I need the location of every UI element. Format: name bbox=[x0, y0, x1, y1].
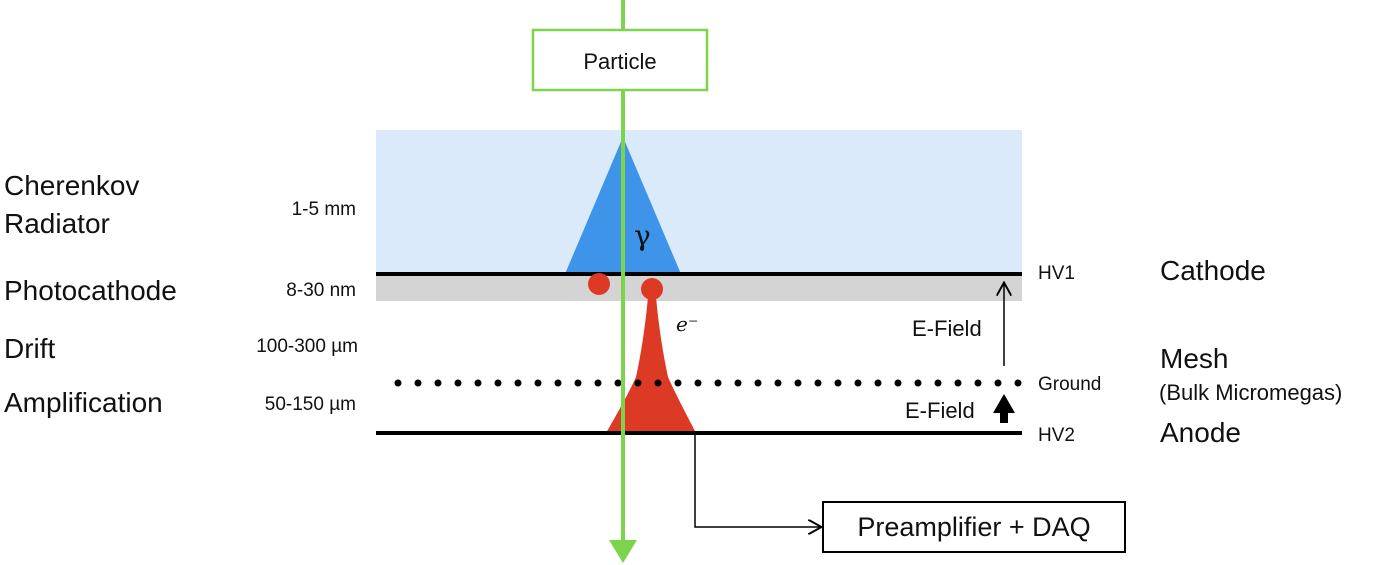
voltage-hv1: HV1 bbox=[1038, 263, 1075, 284]
gamma-photon-symbol: γ bbox=[634, 219, 651, 252]
electrode-anode: Anode bbox=[1160, 417, 1241, 448]
amplification-field-arrow bbox=[993, 394, 1015, 423]
layer-name-amplification: Amplification bbox=[4, 387, 163, 418]
voltage-ground: Ground bbox=[1038, 374, 1101, 395]
preamplifier-daq-label: Preamplifier + DAQ bbox=[857, 512, 1090, 542]
layer-name-radiator-line1: Cherenkov bbox=[4, 170, 139, 201]
thickness-photocathode: 8-30 nm bbox=[286, 280, 356, 301]
thickness-radiator: 1-5 mm bbox=[292, 199, 356, 220]
electrode-mesh: Mesh bbox=[1160, 343, 1228, 374]
thickness-drift: 100-300 µm bbox=[256, 336, 358, 357]
preamplifier-daq-box bbox=[822, 501, 1126, 553]
amplification-field-label: E-Field bbox=[905, 398, 975, 423]
thickness-amplification: 50-150 µm bbox=[265, 394, 356, 415]
cherenkov-radiator-region bbox=[376, 130, 1022, 274]
voltage-hv2: HV2 bbox=[1038, 425, 1075, 446]
electron-symbol: e⁻ bbox=[676, 312, 698, 336]
readout-connector-line bbox=[694, 433, 820, 527]
drift-field-label: E-Field bbox=[912, 316, 982, 341]
photoelectron-right bbox=[641, 278, 663, 300]
layer-name-radiator-line2: Radiator bbox=[4, 208, 110, 239]
particle-label: Particle bbox=[583, 49, 656, 74]
particle-label-box bbox=[531, 28, 709, 92]
layer-name-photocathode: Photocathode bbox=[4, 275, 177, 306]
electron-avalanche bbox=[606, 297, 696, 433]
particle-track-arrowhead bbox=[609, 540, 637, 563]
layer-name-drift: Drift bbox=[4, 333, 56, 364]
photoelectron-left bbox=[588, 273, 610, 295]
electrode-mesh-detail: (Bulk Micromegas) bbox=[1159, 380, 1342, 405]
electrode-cathode: Cathode bbox=[1160, 255, 1266, 286]
photocathode-band bbox=[376, 274, 1022, 301]
